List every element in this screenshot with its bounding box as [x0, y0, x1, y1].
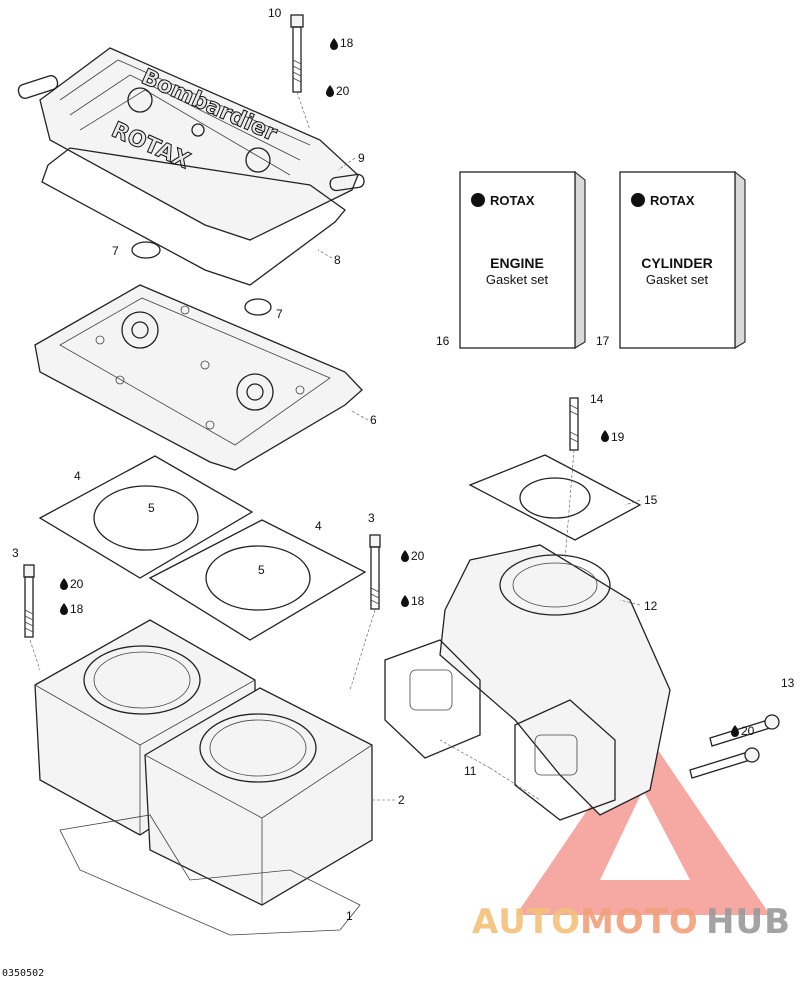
manifold-bolt-upper [709, 714, 780, 747]
callout-14: 14 [590, 392, 604, 406]
callout-numbers: 10 9 7 8 7 6 4 5 4 5 3 3 2 1 16 17 14 15… [12, 6, 795, 923]
head-gasket-right [148, 519, 367, 641]
cylinder-bolt-right [369, 534, 381, 610]
callout-8: 8 [334, 253, 341, 267]
cylinder-kit-title: CYLINDER [641, 255, 713, 271]
manifold-bolt-lower [689, 747, 760, 779]
engine-kit-subtitle: Gasket set [486, 272, 549, 287]
callout-4-right: 4 [315, 519, 322, 533]
engine-gasket-set-kit: ROTAX ENGINE Gasket set [459, 170, 586, 349]
note-bolt3right-20: 20 [401, 549, 425, 563]
watermark-moto: MOTO [580, 902, 699, 942]
cylinder-gasket-set-kit: ROTAX CYLINDER Gasket set [619, 170, 746, 349]
cylinder-kit-subtitle: Gasket set [646, 272, 709, 287]
callout-2: 2 [398, 793, 405, 807]
muffler-gasket [468, 454, 642, 541]
note-bolt10-20: 20 [326, 84, 350, 98]
watermark-hub: HUB [706, 902, 791, 942]
drop-icon [401, 595, 409, 607]
rotax-logo-icon [631, 193, 645, 207]
svg-text:20: 20 [336, 84, 350, 98]
watermark-logo [516, 728, 770, 915]
svg-text:18: 18 [70, 602, 84, 616]
drop-icon [601, 430, 609, 442]
callout-16: 16 [436, 334, 450, 348]
leader-lines [29, 157, 641, 801]
svg-text:19: 19 [611, 430, 625, 444]
manifold-gasket-right [514, 699, 616, 821]
svg-text:18: 18 [411, 594, 425, 608]
cylinder-base-gasket [59, 814, 361, 936]
callout-6: 6 [370, 413, 377, 427]
watermark-text: AUTO MOTO HUB [472, 902, 791, 942]
callout-17: 17 [596, 334, 610, 348]
cylinder-head-cover: Bombardier ROTAX [17, 47, 365, 241]
o-ring-left [131, 241, 161, 259]
callout-13: 13 [781, 676, 795, 690]
callout-7-right: 7 [276, 307, 283, 321]
cylinder-bolt-left [23, 564, 35, 638]
callout-5-right: 5 [258, 563, 265, 577]
engine-kit-brand: ROTAX [490, 193, 535, 208]
drop-icon [326, 85, 334, 97]
callout-7-left: 7 [112, 244, 119, 258]
callout-10: 10 [268, 6, 282, 20]
cover-bolt [290, 14, 311, 131]
torque-notes: 18 20 20 18 20 18 19 20 [60, 36, 755, 738]
drop-icon [731, 725, 739, 737]
drop-icon [401, 550, 409, 562]
drawing-code: 0350502 [2, 968, 44, 979]
cover-gasket [41, 147, 346, 286]
callout-9: 9 [358, 151, 365, 165]
callout-11: 11 [464, 764, 477, 778]
svg-text:18: 18 [340, 36, 354, 50]
exhaust-manifold [439, 544, 671, 816]
callout-3-right: 3 [368, 511, 375, 525]
callout-3-left: 3 [12, 546, 19, 560]
svg-text:20: 20 [411, 549, 425, 563]
rotax-logo-icon [471, 193, 485, 207]
note-bolt13-20: 20 [731, 724, 755, 738]
cylinder-kit-brand: ROTAX [650, 193, 695, 208]
callout-4-left: 4 [74, 469, 81, 483]
o-ring-right [244, 298, 272, 316]
callout-1: 1 [346, 909, 353, 923]
note-bolt3left-20: 20 [60, 577, 84, 591]
note-bolt3right-18: 18 [401, 594, 425, 608]
note-bolt3left-18: 18 [60, 602, 84, 616]
svg-text:20: 20 [741, 724, 755, 738]
callout-15: 15 [644, 493, 658, 507]
callout-12: 12 [644, 599, 658, 613]
drop-icon [60, 603, 68, 615]
watermark-auto: AUTO [472, 902, 581, 942]
cylinder-right [144, 687, 373, 906]
drop-icon [60, 578, 68, 590]
watermark-triangle-icon [516, 728, 770, 915]
svg-text:20: 20 [70, 577, 84, 591]
engine-kit-title: ENGINE [490, 255, 544, 271]
callout-5-left: 5 [148, 501, 155, 515]
manifold-gasket-left [384, 639, 481, 759]
cylinder-head [34, 284, 363, 471]
note-bolt10-18: 18 [330, 36, 354, 50]
head-gasket-left [38, 455, 254, 579]
note-stud14-19: 19 [601, 430, 625, 444]
stud [564, 397, 579, 561]
drop-icon [330, 38, 338, 50]
